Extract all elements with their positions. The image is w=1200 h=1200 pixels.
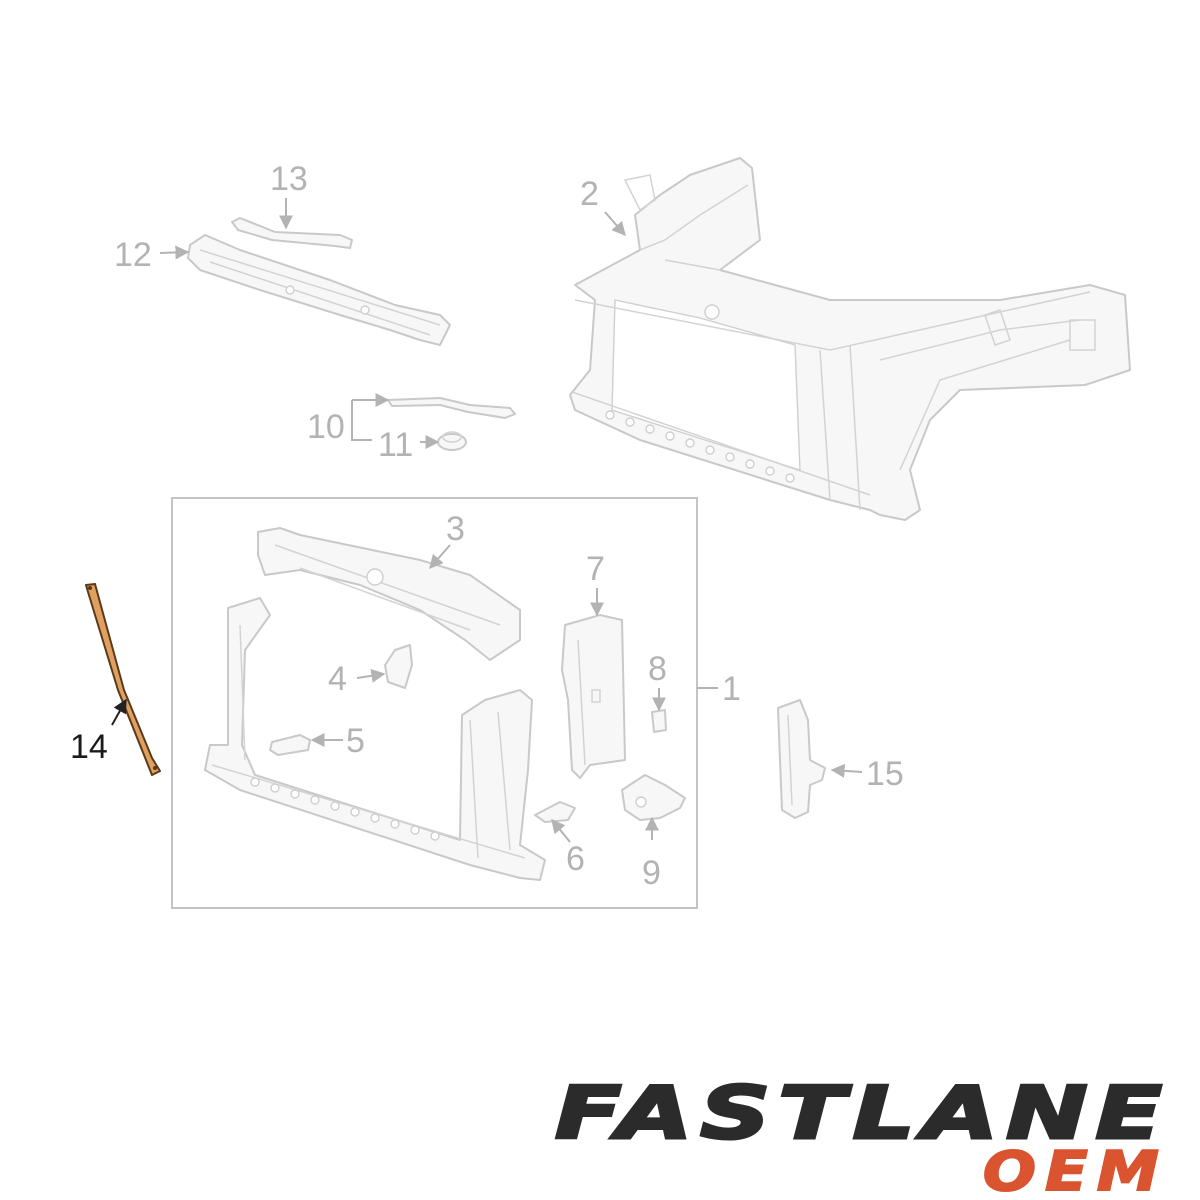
callout-11: 11 [378, 426, 440, 464]
callout-11-label: 11 [378, 426, 413, 464]
callout-5: 5 [310, 722, 365, 760]
callout-5-label: 5 [346, 722, 365, 760]
callout-12-label: 12 [114, 236, 152, 274]
logo-fastlane-text: FASTLANE [555, 1071, 1170, 1155]
part-13-bracket [231, 217, 353, 249]
part-10-bracket [387, 397, 516, 419]
callout-10-label: 10 [307, 408, 345, 446]
part-2-radiator-support-assembly [569, 157, 1131, 521]
part-6-bracket [534, 801, 576, 823]
callout-15-label: 15 [866, 755, 904, 793]
callout-13-label: 13 [270, 160, 308, 198]
callout-1-label: 1 [722, 670, 741, 708]
callout-6-label: 6 [566, 840, 585, 878]
callout-7-label: 7 [586, 550, 605, 588]
callout-3: 3 [429, 510, 465, 570]
callout-4: 4 [328, 660, 386, 698]
part-5-bracket [269, 734, 311, 756]
part-4-gusset [384, 644, 413, 689]
part-1-group-box [171, 497, 698, 909]
part-14-brace-highlighted [85, 583, 161, 776]
part-1-radiator-support [204, 597, 546, 881]
callout-15: 15 [830, 755, 904, 793]
callout-1: 1 [697, 670, 741, 708]
part-11-grommet [437, 431, 467, 451]
callout-2: 2 [580, 175, 626, 237]
part-7-side-panel [561, 614, 626, 779]
part-8-clip [651, 709, 667, 733]
part-3-upper-crossmember [257, 527, 521, 661]
logo-oem-text: OEM [983, 1140, 1168, 1200]
fastlane-oem-logo: FASTLANE OEM [554, 1070, 1170, 1200]
callout-10: 10 [307, 393, 390, 446]
callout-8-label: 8 [648, 650, 667, 688]
callout-4-label: 4 [328, 660, 347, 698]
callout-12: 12 [114, 236, 190, 274]
part-2-hole-row [605, 410, 795, 483]
part-12-upper-tie-bar [187, 234, 451, 346]
part-1-hole-row [250, 777, 440, 841]
part-15-side-bracket [777, 699, 826, 819]
callout-13: 13 [270, 160, 308, 230]
callout-14: 14 [70, 698, 127, 766]
callout-7: 7 [586, 550, 605, 617]
callout-9-label: 9 [642, 854, 661, 892]
callout-3-label: 3 [446, 510, 465, 548]
callout-6: 6 [551, 818, 585, 878]
callout-2-label: 2 [580, 175, 599, 213]
callout-14-label: 14 [70, 728, 108, 766]
callout-8: 8 [648, 650, 667, 712]
callout-9: 9 [642, 816, 661, 892]
part-9-bracket [621, 774, 686, 821]
